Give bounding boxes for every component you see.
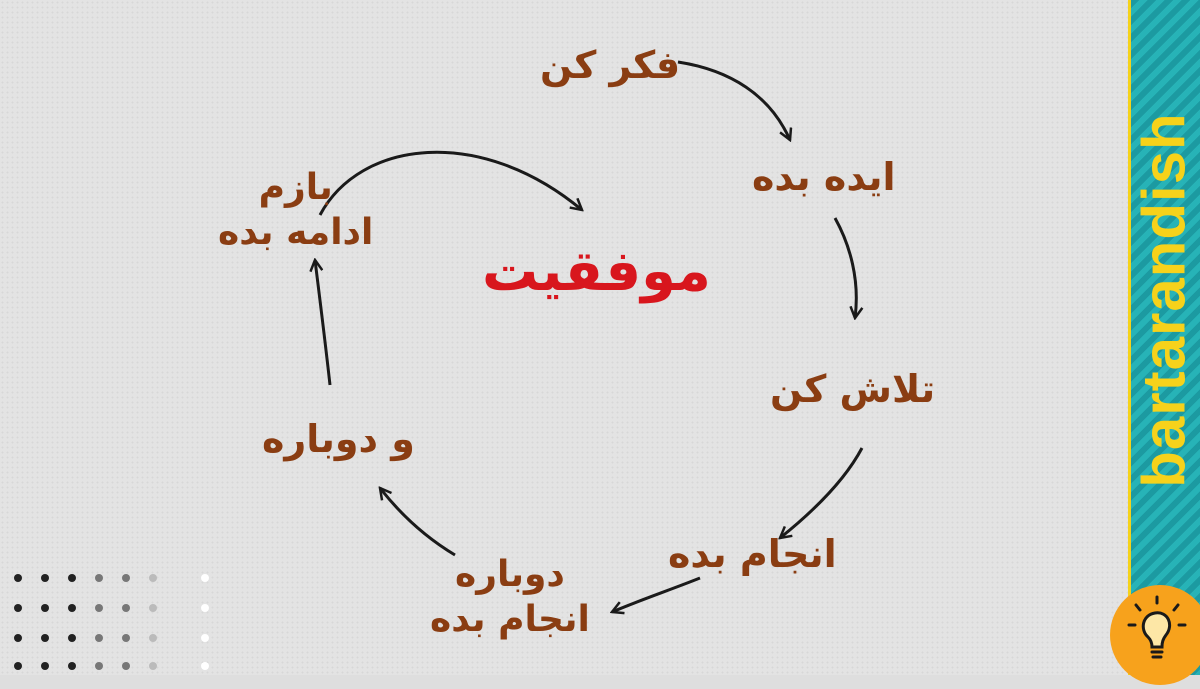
arrow-continue-to-success — [318, 150, 582, 216]
brand-sidebar — [1128, 0, 1200, 675]
step-try: تلاش کن — [770, 367, 936, 411]
brand-name: bartarandish — [1130, 112, 1198, 488]
arrow-try-to-do — [780, 447, 864, 538]
step-again: و دوباره — [262, 417, 415, 461]
lightbulb-icon — [1127, 595, 1187, 659]
step-continue-line1: بازم — [258, 167, 333, 208]
arrow-do-to-redo — [612, 576, 701, 612]
dot-pattern — [14, 574, 209, 670]
step-do: انجام بده — [668, 532, 837, 576]
arrow-think-to-idea — [677, 60, 790, 140]
logo-badge — [1110, 585, 1200, 685]
cycle-arrows — [0, 60, 1128, 675]
arrow-again-to-continue — [315, 260, 332, 386]
center-success: موفقیت — [482, 239, 711, 304]
step-think: فکر کن — [540, 43, 681, 87]
step-redo-line2: انجام بده — [430, 599, 590, 640]
arrow-redo-to-again — [380, 488, 456, 557]
step-redo-line1: دوباره — [454, 554, 565, 595]
step-continue-line2: ادامه بده — [218, 212, 374, 253]
step-redo: دوباره انجام بده — [430, 552, 590, 642]
arrow-idea-to-try — [833, 217, 856, 318]
step-idea: ایده بده — [752, 155, 896, 199]
step-continue: بازم ادامه بده — [218, 165, 373, 255]
diagram-canvas: فکر کن ایده بده تلاش کن انجام بده دوباره… — [0, 0, 1128, 675]
